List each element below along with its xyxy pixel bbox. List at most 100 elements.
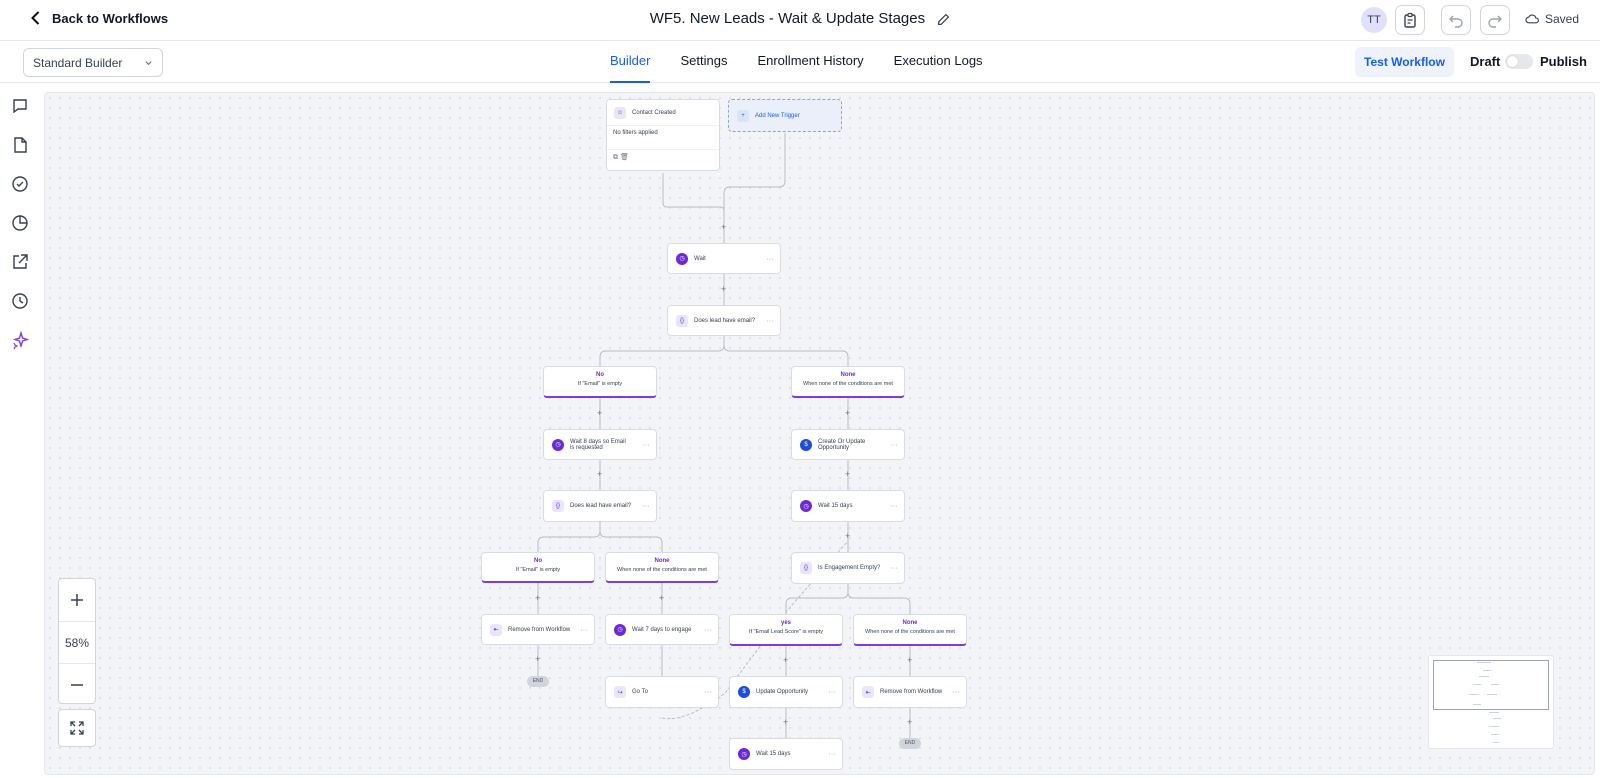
node-menu-icon[interactable]: ··· (704, 687, 712, 697)
saved-status: Saved (1525, 12, 1579, 26)
draft-label: Draft (1470, 54, 1501, 69)
node-remove-from-workflow-2[interactable]: ⇤Remove from Workflow··· (853, 676, 967, 708)
node-label: Wait 15 days (756, 751, 791, 757)
node-condition-email[interactable]: {}Does lead have email?··· (667, 305, 781, 336)
node-menu-icon[interactable]: ··· (890, 501, 898, 511)
back-to-workflows-link[interactable]: Back to Workflows (28, 10, 168, 26)
node-wait-15-days-2[interactable]: ◷ Wait 15 days ··· (729, 738, 843, 770)
expand-icon (70, 721, 84, 735)
add-step-plus[interactable]: + (783, 655, 789, 665)
add-new-trigger[interactable]: + Add New Trigger (728, 99, 842, 132)
branch-no[interactable]: No If "Email" is empty (543, 366, 657, 398)
tab-enrollment-history[interactable]: Enrollment History (757, 53, 864, 68)
node-menu-icon[interactable]: ··· (952, 687, 960, 697)
left-sidebar (0, 83, 40, 778)
test-workflow-button[interactable]: Test Workflow (1355, 47, 1454, 77)
branch-subtitle: If "Email Lead Score" is empty (749, 629, 823, 635)
braces-icon: {} (552, 500, 564, 512)
pencil-icon[interactable] (937, 13, 950, 26)
node-label: Wait 8 days so Email is requested (570, 438, 626, 451)
node-engagement-check[interactable]: {}Is Engagement Empty?··· (791, 552, 905, 584)
branch-title: None (654, 558, 670, 564)
zoom-out-button[interactable] (59, 663, 95, 705)
add-step-plus[interactable]: + (907, 717, 913, 727)
branch-subtitle: If "Email" is empty (577, 381, 623, 387)
add-step-plus[interactable]: + (597, 469, 603, 479)
node-menu-icon[interactable]: ··· (704, 625, 712, 634)
add-step-plus[interactable]: + (721, 222, 727, 232)
node-menu-icon[interactable]: ··· (828, 749, 836, 759)
branch-none[interactable]: None When none of the conditions are met (791, 366, 905, 398)
add-step-plus[interactable]: + (659, 593, 665, 603)
branch-title: yes (780, 620, 791, 626)
undo-icon (1449, 15, 1463, 28)
node-menu-icon[interactable]: ··· (828, 687, 836, 697)
branch-none-2[interactable]: None When none of the conditions are met (605, 552, 719, 583)
clock-icon: ◷ (552, 438, 564, 451)
check-circle-icon[interactable] (11, 175, 29, 193)
add-step-plus[interactable]: + (721, 284, 727, 294)
add-step-plus[interactable]: + (845, 469, 851, 479)
add-step-plus[interactable]: + (597, 408, 603, 418)
node-menu-icon[interactable]: ··· (766, 316, 774, 325)
node-condition-email-2[interactable]: {}Does lead have email?··· (543, 490, 657, 522)
undo-button[interactable] (1441, 5, 1471, 35)
branch-none-3[interactable]: None When none of the conditions are met (853, 614, 967, 646)
zoom-level: 58% (59, 621, 95, 663)
add-step-plus[interactable]: + (907, 655, 913, 665)
redo-button[interactable] (1480, 5, 1510, 35)
add-step-plus[interactable]: + (845, 408, 851, 418)
node-wait[interactable]: ◷Wait··· (667, 243, 781, 274)
node-menu-icon[interactable]: ··· (890, 563, 898, 573)
node-wait-8-days[interactable]: ◷ Wait 8 days so Email is requested ··· (543, 429, 657, 460)
branch-no-2[interactable]: No If "Email" is empty (481, 552, 595, 583)
history-icon[interactable] (11, 292, 29, 310)
clipboard-button[interactable] (1395, 5, 1425, 35)
node-menu-icon[interactable]: ··· (642, 440, 650, 449)
node-menu-icon[interactable]: ··· (890, 440, 898, 449)
minus-icon (71, 683, 83, 686)
minimap-viewport[interactable] (1433, 660, 1549, 710)
node-menu-icon[interactable]: ··· (580, 625, 588, 634)
end-marker: END (527, 676, 549, 687)
tab-builder[interactable]: Builder (610, 41, 651, 83)
node-wait-7-days[interactable]: ◷Wait 7 days to engage··· (605, 614, 719, 645)
tab-settings[interactable]: Settings (680, 53, 728, 68)
tab-execution-logs[interactable]: Execution Logs (893, 53, 983, 68)
node-go-to[interactable]: ↪Go To··· (605, 676, 719, 708)
file-icon[interactable] (11, 136, 29, 154)
publish-toggle[interactable] (1505, 54, 1533, 69)
external-link-icon[interactable] (11, 253, 29, 271)
chat-icon[interactable] (11, 97, 29, 115)
node-label: Wait 7 days to engage (632, 626, 692, 633)
zoom-in-button[interactable] (59, 579, 95, 621)
plus-icon: + (737, 109, 749, 122)
avatar[interactable]: TT (1361, 7, 1387, 33)
fit-view-button[interactable] (58, 709, 96, 747)
contact-icon: ☺ (614, 107, 626, 119)
connector-lines (537, 133, 911, 738)
branch-yes[interactable]: yes If "Email Lead Score" is empty (729, 614, 843, 646)
add-step-plus[interactable]: + (783, 717, 789, 727)
pie-chart-icon[interactable] (11, 214, 29, 232)
dollar-icon: $ (738, 686, 750, 698)
zoom-controls: 58% (58, 578, 96, 704)
branch-title: No (596, 372, 604, 378)
node-menu-icon[interactable]: ··· (766, 254, 774, 263)
braces-icon: {} (676, 314, 688, 327)
node-update-opportunity[interactable]: $Update Opportunity··· (729, 676, 843, 708)
add-step-plus[interactable]: + (535, 654, 541, 664)
minimap[interactable] (1428, 655, 1554, 749)
remove-icon: ⇤ (490, 623, 502, 636)
sparkle-icon[interactable] (11, 331, 29, 349)
node-menu-icon[interactable]: ··· (642, 501, 650, 511)
add-step-plus[interactable]: + (535, 593, 541, 603)
clock-icon: ◷ (738, 748, 750, 760)
trigger-contact-created[interactable]: ☺ Contact Created No filters applied ⧉ 🗑 (606, 99, 720, 171)
node-create-opportunity[interactable]: $Create Or Update Opportunity··· (791, 429, 905, 460)
builder-select[interactable]: Standard Builder (23, 48, 163, 77)
node-wait-15-days[interactable]: ◷Wait 15 days··· (791, 490, 905, 522)
node-remove-from-workflow[interactable]: ⇤Remove from Workflow··· (481, 614, 595, 645)
add-step-plus[interactable]: + (845, 531, 851, 541)
workflow-canvas[interactable]: + + + + + + + + + + + + + + ☺ Contact Cr… (44, 92, 1595, 775)
